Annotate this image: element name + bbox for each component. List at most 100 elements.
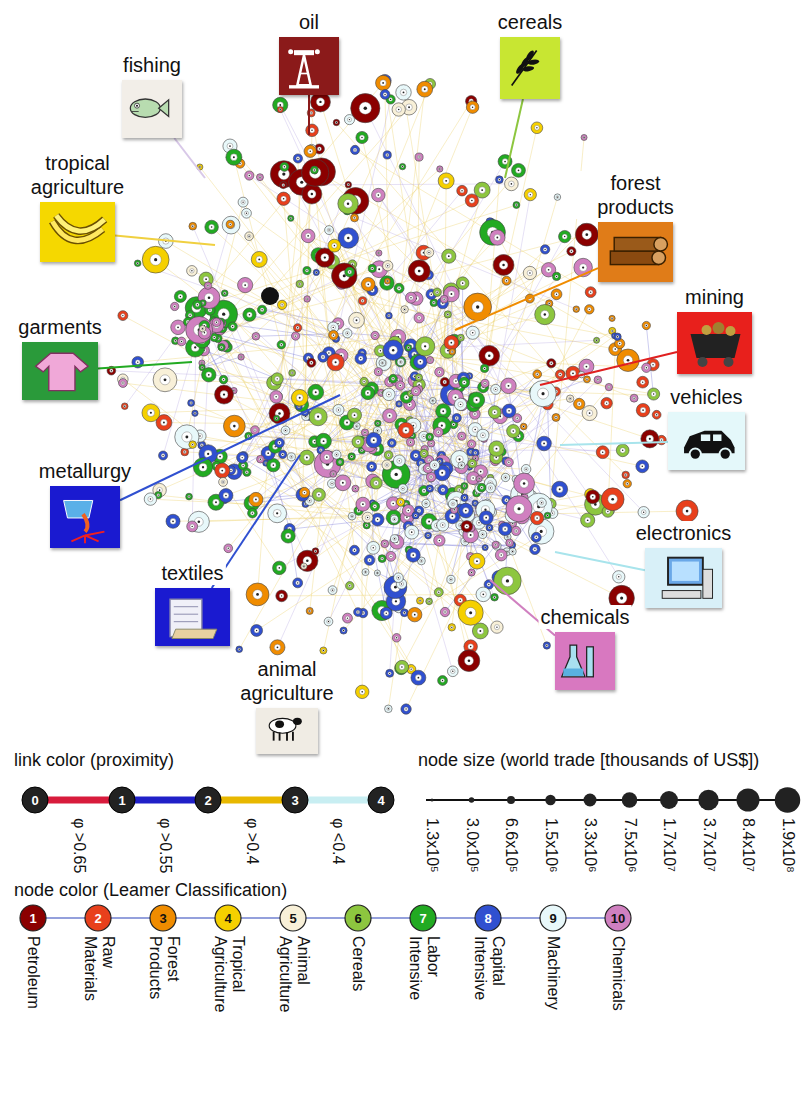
network-link <box>271 450 481 631</box>
product-node-core <box>247 174 251 178</box>
product-node-dot <box>552 512 553 513</box>
product-node <box>585 305 594 314</box>
product-node-core <box>376 266 383 273</box>
product-node <box>353 423 360 430</box>
product-node <box>333 119 339 125</box>
product-node <box>346 582 354 590</box>
product-node-core <box>463 485 466 488</box>
product-node <box>270 391 283 404</box>
product-node-dot <box>398 403 399 404</box>
product-node-core <box>534 515 540 521</box>
product-node-dot <box>244 284 246 286</box>
product-node-core <box>222 378 226 382</box>
product-node-core <box>383 542 386 545</box>
product-node-core <box>380 557 383 560</box>
product-node <box>268 504 287 523</box>
product-node <box>360 377 369 386</box>
product-node-dot <box>548 269 550 271</box>
product-node-dot <box>418 510 419 511</box>
product-node <box>438 485 448 495</box>
product-node-core <box>410 552 416 558</box>
product-node-dot <box>646 325 647 326</box>
product-node-core <box>533 547 537 551</box>
product-node-core <box>365 524 368 527</box>
product-node-dot <box>192 226 193 227</box>
product-node <box>238 277 253 292</box>
product-node-core <box>524 467 528 471</box>
product-node <box>374 570 380 576</box>
product-node-dot <box>249 175 250 176</box>
product-node-dot <box>331 483 332 484</box>
product-node-dot <box>661 439 662 440</box>
product-node-dot <box>494 411 496 413</box>
product-node-dot <box>201 444 202 445</box>
product-node-dot <box>214 337 215 338</box>
product-node-dot <box>388 454 389 455</box>
product-node-dot <box>394 538 395 539</box>
product-node <box>456 277 469 290</box>
product-node-core <box>209 224 215 230</box>
product-node-core <box>226 546 230 550</box>
product-node <box>308 384 324 400</box>
product-node-dot <box>224 293 225 294</box>
product-node <box>245 171 254 180</box>
product-node-dot <box>361 450 362 451</box>
network-link <box>196 205 516 308</box>
product-node <box>447 666 458 677</box>
product-node <box>352 485 359 492</box>
product-node-dot <box>387 280 388 281</box>
product-node <box>390 535 404 549</box>
product-node-dot <box>297 582 298 583</box>
product-node-core <box>345 616 349 620</box>
product-node-core <box>421 342 429 350</box>
product-node-dot <box>471 572 472 573</box>
product-node <box>280 162 289 171</box>
product-node-dot <box>472 477 474 479</box>
product-node-dot <box>470 534 472 536</box>
product-node-core <box>436 430 440 434</box>
product-node <box>309 408 327 426</box>
product-node-core <box>354 487 357 490</box>
product-node-dot <box>391 442 392 443</box>
product-node-dot <box>124 406 125 407</box>
product-node-core <box>340 480 347 487</box>
product-node-dot <box>429 488 430 489</box>
network-link <box>202 333 311 363</box>
product-node-dot <box>490 487 491 488</box>
product-node-core <box>409 667 413 671</box>
network-link <box>315 442 622 598</box>
product-node-core <box>319 448 322 451</box>
product-node-dot <box>197 304 198 305</box>
product-node-core <box>420 559 423 562</box>
network-link <box>485 383 516 479</box>
product-node-core <box>364 571 367 574</box>
network-link <box>386 613 402 667</box>
product-node-dot <box>507 536 508 537</box>
network-link <box>255 270 549 430</box>
product-node-dot <box>314 441 315 442</box>
product-node <box>506 496 532 522</box>
product-node-core <box>254 335 257 338</box>
product-node-dot <box>276 378 277 379</box>
product-node-dot <box>474 413 475 414</box>
product-node <box>479 511 493 525</box>
product-node <box>302 184 322 204</box>
product-node-dot <box>444 611 445 612</box>
product-node-dot <box>541 502 542 503</box>
product-node-dot <box>255 336 256 337</box>
product-node <box>488 406 501 419</box>
product-node-core <box>429 359 432 362</box>
product-node <box>414 355 428 369</box>
product-node-dot <box>470 646 472 648</box>
product-node-dot <box>233 390 234 391</box>
product-node <box>383 151 391 159</box>
network-link <box>231 191 462 471</box>
product-node-core <box>406 104 413 111</box>
product-node-dot <box>349 585 350 586</box>
product-node-dot <box>307 235 309 237</box>
network-link <box>308 236 451 294</box>
product-node-core <box>570 370 576 376</box>
product-node <box>277 300 286 309</box>
product-node <box>448 499 457 508</box>
product-node-dot <box>228 548 229 549</box>
